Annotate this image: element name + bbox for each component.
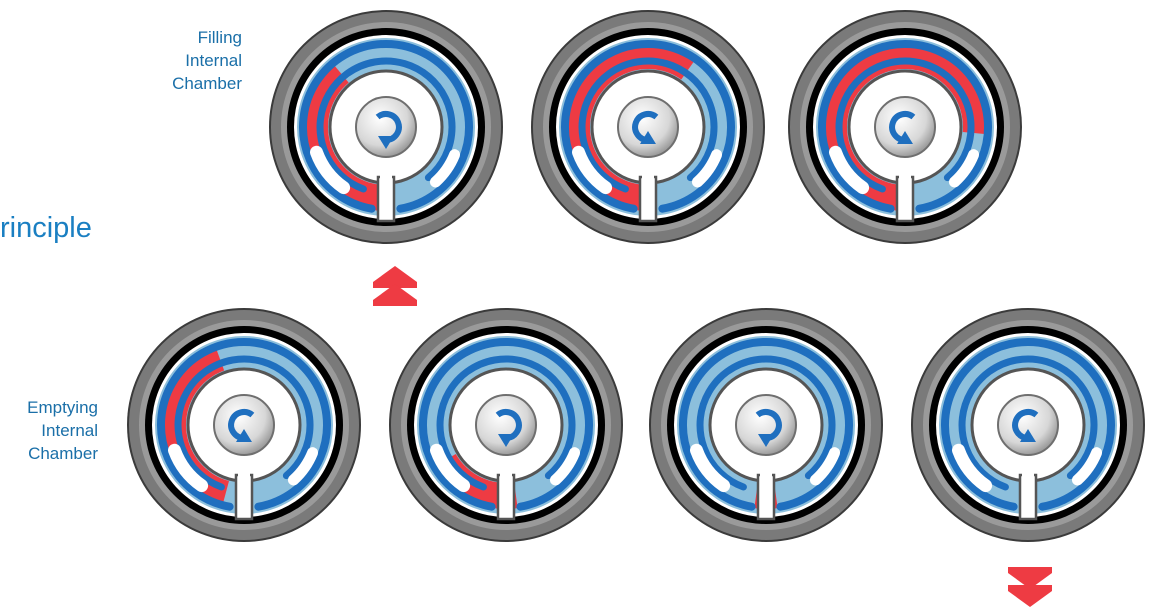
filling-stage-1	[270, 11, 502, 243]
chamber-stem	[378, 177, 394, 221]
stem-joint	[1022, 473, 1034, 481]
chamber-stem	[1020, 475, 1036, 519]
filling-stage-3	[789, 11, 1021, 243]
stem-joint	[380, 175, 392, 183]
stem-joint	[238, 473, 250, 481]
chamber-stem	[236, 475, 252, 519]
hub	[998, 395, 1058, 455]
emptying-stage-3	[650, 309, 882, 541]
hub	[618, 97, 678, 157]
chevron	[1008, 585, 1052, 607]
stem-joint	[760, 473, 772, 481]
hub	[875, 97, 935, 157]
emptying-stage-4	[912, 309, 1144, 541]
emptying-stage-2	[390, 309, 622, 541]
filling-stage-2	[532, 11, 764, 243]
chamber-stem	[897, 177, 913, 221]
flow-out-arrow-icon	[1008, 567, 1052, 607]
chamber-stem	[498, 475, 514, 519]
stem-joint	[899, 175, 911, 183]
hub	[214, 395, 274, 455]
chamber-stem	[640, 177, 656, 221]
stem-joint	[642, 175, 654, 183]
chamber-stem	[758, 475, 774, 519]
stem-joint	[500, 473, 512, 481]
emptying-stage-1	[128, 309, 360, 541]
flow-in-arrow-icon	[373, 266, 417, 306]
